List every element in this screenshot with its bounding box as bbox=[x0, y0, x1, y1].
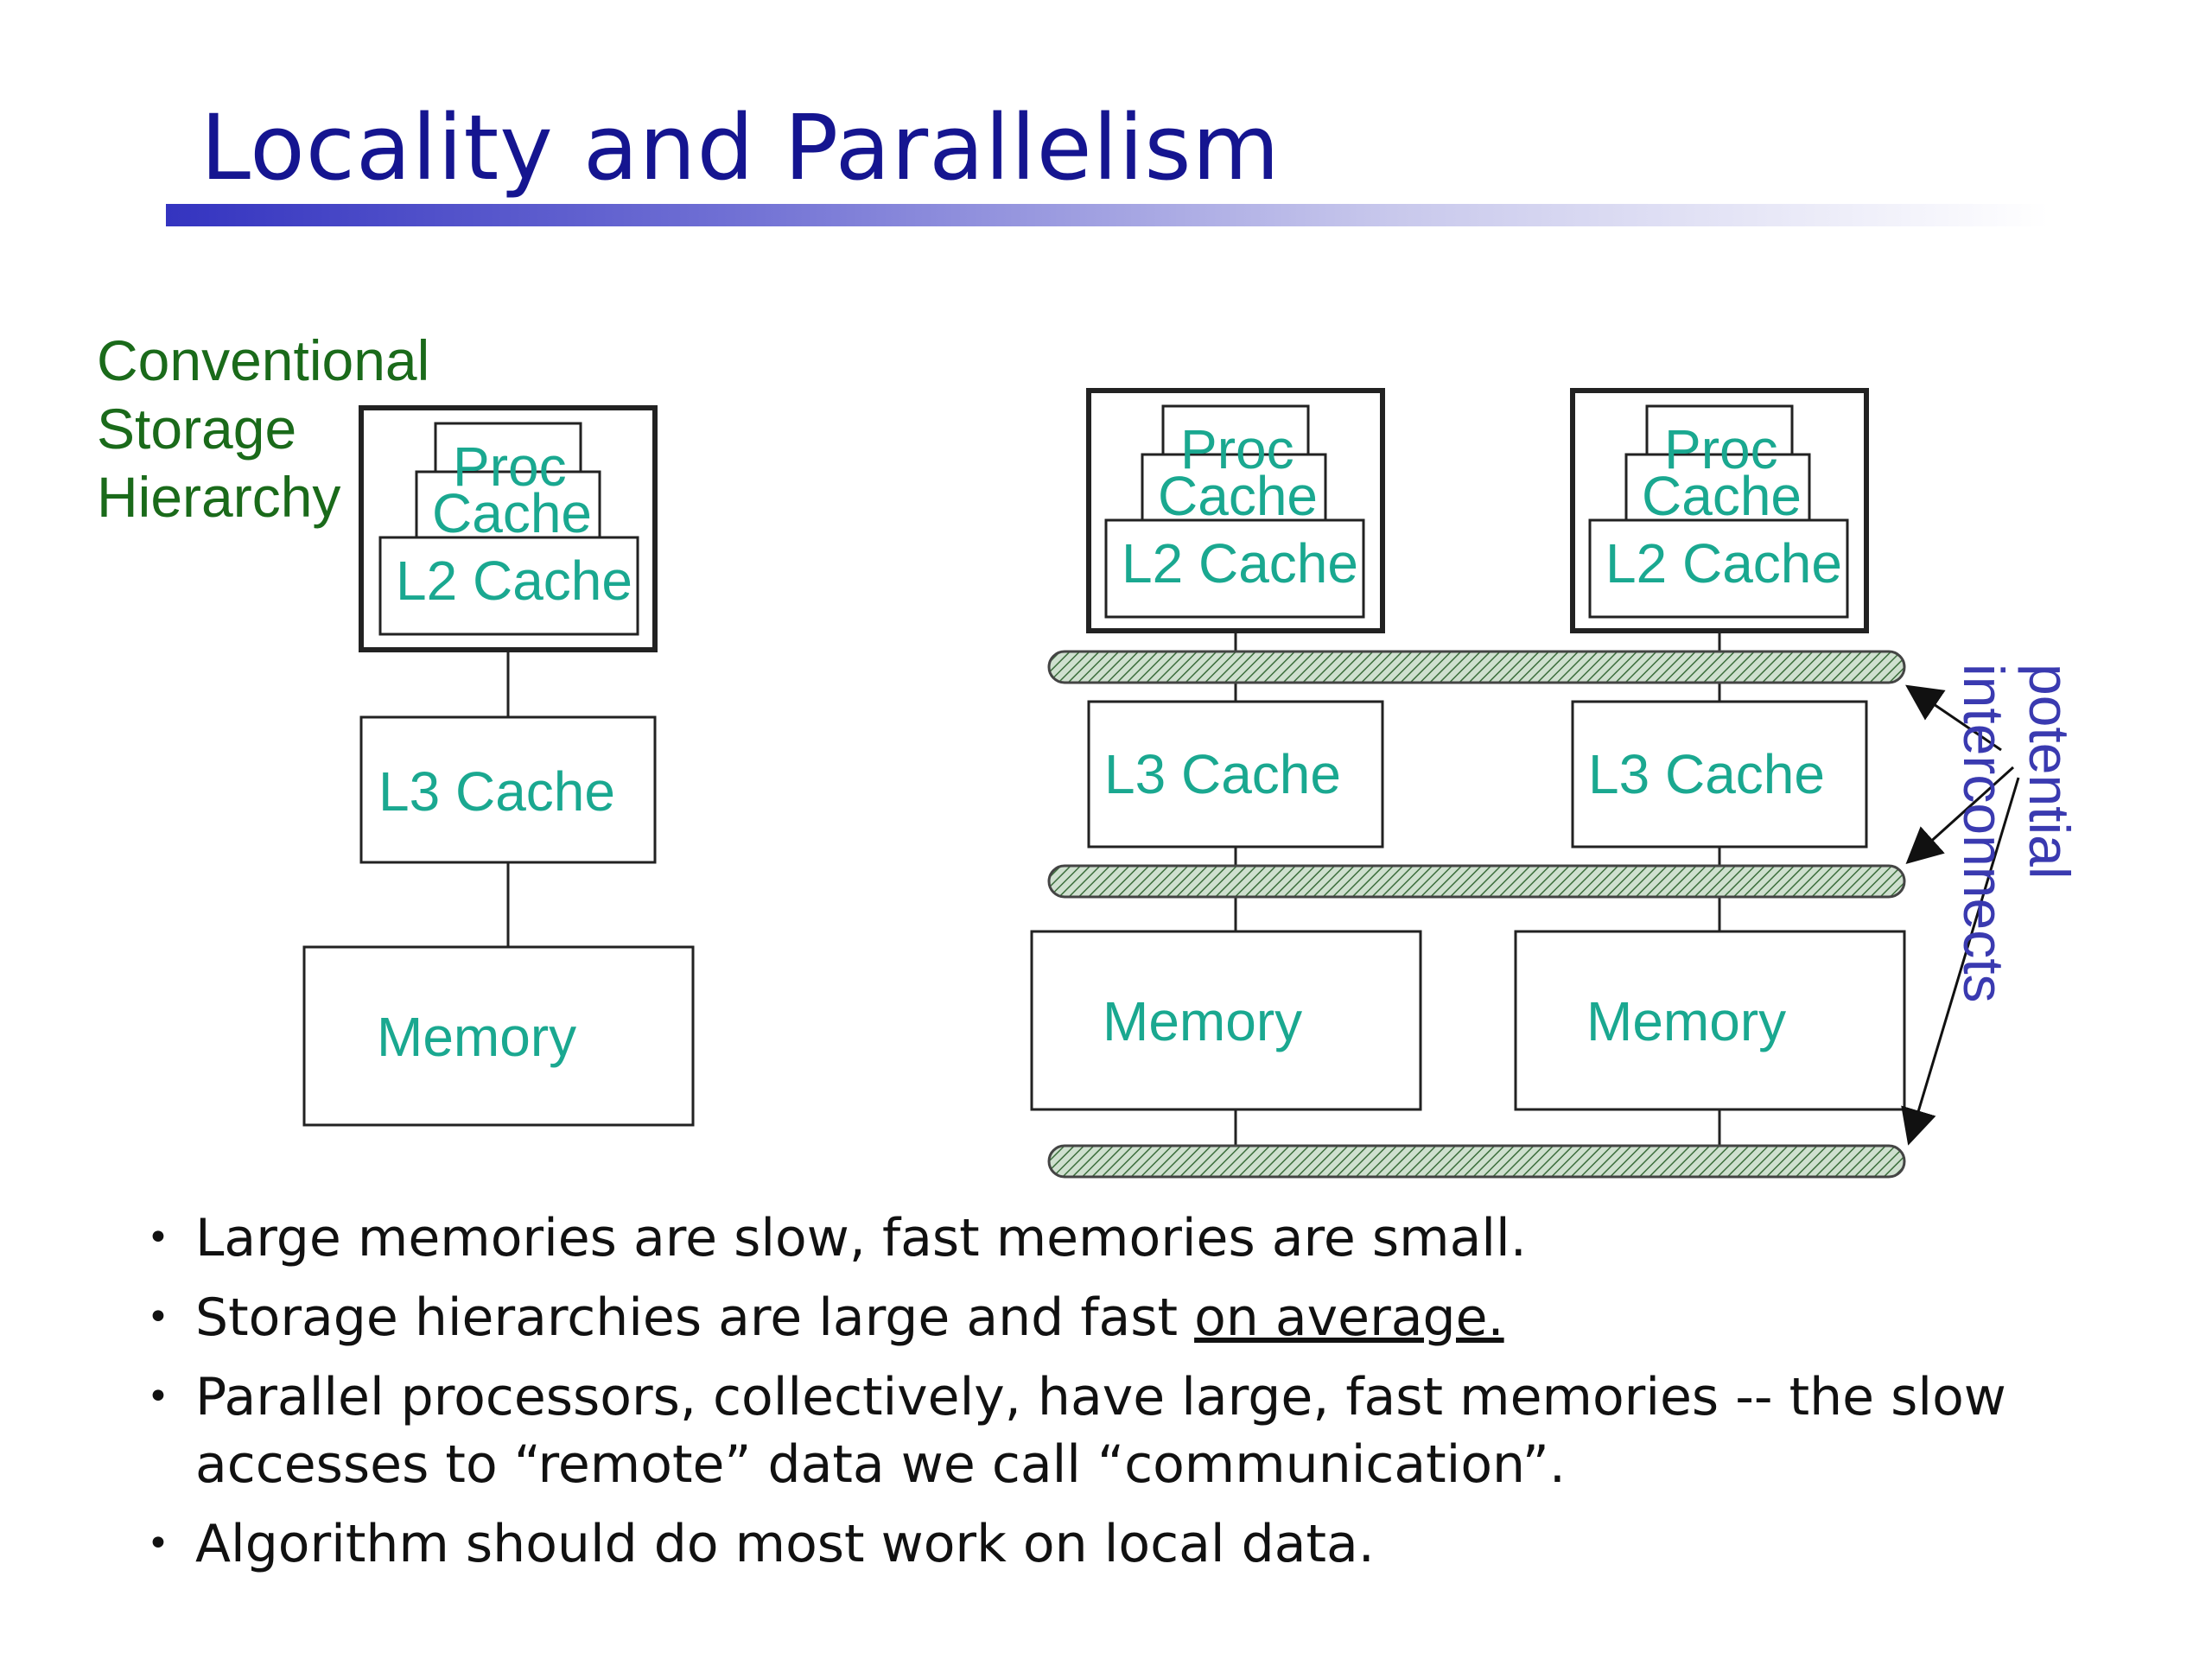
bullet-item: • Algorithm should do most work on local… bbox=[138, 1510, 2126, 1578]
interconnect-arrows bbox=[1901, 684, 2020, 1146]
bullet-underlined-text: on average. bbox=[1194, 1287, 1504, 1348]
bullet-text: Algorithm should do most work on local d… bbox=[195, 1514, 1375, 1574]
bullet-text-continued: accesses to “remote” data we call “commu… bbox=[195, 1434, 1566, 1495]
proc-label: Proc bbox=[453, 435, 567, 498]
cache-box bbox=[415, 470, 601, 541]
bullet-text: Parallel processors, collectively, have … bbox=[195, 1367, 2006, 1427]
bullet-dot-icon: • bbox=[147, 1295, 169, 1339]
bullet-text: Large memories are slow, fast memories a… bbox=[195, 1208, 1527, 1268]
proc-box bbox=[434, 422, 582, 475]
bullet-dot-icon: • bbox=[147, 1216, 169, 1260]
bus-upper bbox=[1047, 650, 1906, 684]
cache-label: Cache bbox=[432, 482, 592, 544]
parallel-node-b bbox=[1514, 388, 1906, 1149]
bullet-item: • Large memories are slow, fast memories… bbox=[138, 1205, 2126, 1272]
slide-title: Locality and Parallelism bbox=[200, 95, 1281, 200]
title-underline-bar bbox=[166, 204, 2050, 226]
interconnect-buses bbox=[1047, 650, 1906, 1179]
l2-cache-box bbox=[378, 536, 639, 636]
cache-label: Cache bbox=[1158, 465, 1318, 527]
cache-label: Cache bbox=[1642, 465, 1802, 527]
bus-middle bbox=[1047, 864, 1906, 899]
bullet-item: • Storage hierarchies are large and fast… bbox=[138, 1284, 2126, 1351]
bullet-text: Storage hierarchies are large and fast bbox=[195, 1287, 1195, 1348]
l3-cache-label: L3 Cache bbox=[378, 760, 615, 823]
proc-label: Proc bbox=[1664, 418, 1778, 480]
label-line-1: Conventional bbox=[97, 328, 430, 392]
parallel-node-a bbox=[1030, 388, 1422, 1149]
proc-label: Proc bbox=[1180, 418, 1294, 480]
conventional-hierarchy-label: Conventional Storage Hierarchy bbox=[97, 327, 429, 531]
bus-lower bbox=[1047, 1144, 1906, 1179]
bullet-dot-icon: • bbox=[147, 1522, 169, 1566]
label-line-2: Storage bbox=[97, 397, 297, 461]
l2-cache-label: L2 Cache bbox=[1605, 532, 1842, 594]
bullet-list: • Large memories are slow, fast memories… bbox=[138, 1205, 2126, 1590]
memory-box bbox=[302, 945, 695, 1127]
l3-cache-label: L3 Cache bbox=[1588, 743, 1825, 805]
memory-label: Memory bbox=[1103, 990, 1302, 1052]
label-line-3: Hierarchy bbox=[97, 465, 341, 529]
l3-cache-label: L3 Cache bbox=[1104, 743, 1341, 805]
bullet-item: • Parallel processors, collectively, hav… bbox=[138, 1363, 2126, 1498]
memory-label: Memory bbox=[377, 1006, 576, 1068]
memory-label: Memory bbox=[1586, 990, 1786, 1052]
l2-cache-label: L2 Cache bbox=[1122, 532, 1358, 594]
l2-cache-label: L2 Cache bbox=[396, 550, 632, 612]
l3-cache-box bbox=[359, 715, 657, 864]
conventional-stack bbox=[302, 405, 695, 1127]
bullet-dot-icon: • bbox=[147, 1375, 169, 1419]
